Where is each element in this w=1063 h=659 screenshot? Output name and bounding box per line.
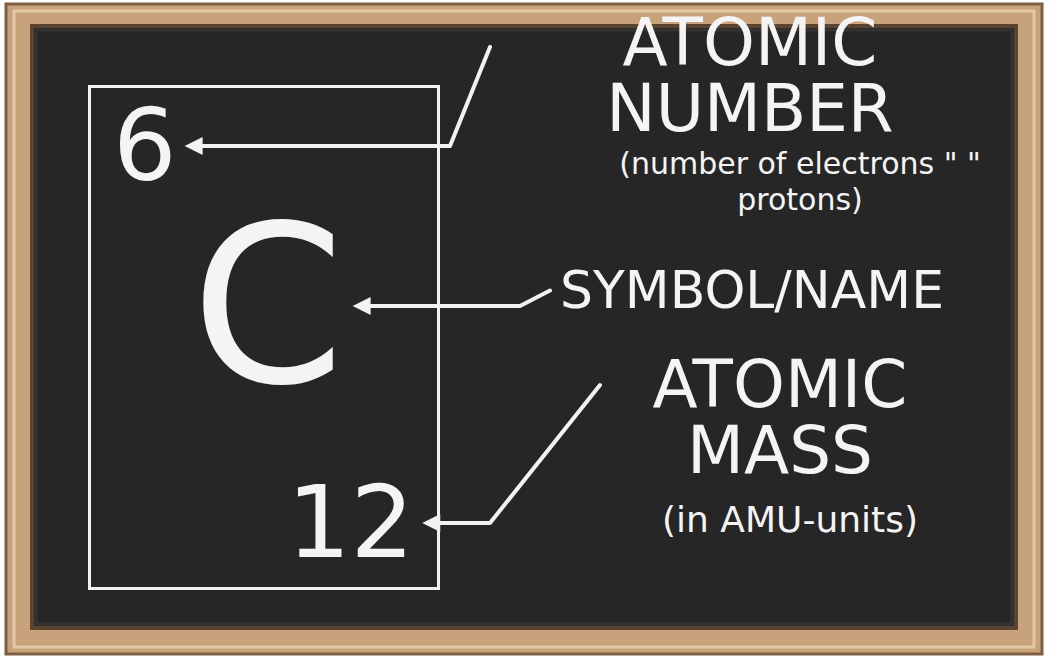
- atomic-number: 6: [113, 96, 177, 196]
- leader-line: [369, 291, 550, 306]
- wood-frame: [6, 4, 1042, 654]
- atomic-mass: 12: [287, 473, 414, 573]
- field-note: (in AMU-units): [600, 498, 980, 541]
- frame-bevel: [14, 11, 1034, 647]
- field-note: (number of electrons " " protons): [600, 146, 1000, 218]
- element-symbol: C: [191, 196, 345, 416]
- leader-line: [438, 385, 600, 523]
- field-name: ATOMIC MASS: [610, 352, 950, 484]
- leader-line: [201, 47, 490, 146]
- field-name: SYMBOL/NAME: [560, 262, 1030, 319]
- arrow-head: [353, 297, 371, 315]
- element-box: 6C 12: [88, 85, 440, 590]
- arrow-head: [185, 137, 203, 155]
- field-name: ATOMIC NUMBER: [500, 10, 1000, 142]
